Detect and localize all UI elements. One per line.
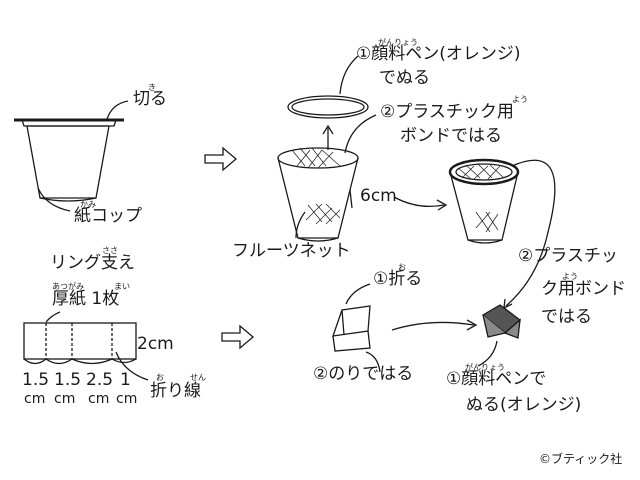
cut-leader-line: [106, 100, 129, 120]
six-cm-label: 6cm: [360, 186, 397, 206]
cardboard-label: 厚紙 1枚: [52, 289, 120, 309]
dim-value-2: 1.5: [54, 370, 82, 390]
glue-stick-label: ②のりではる: [313, 364, 414, 384]
step2-glue-line1: ②プラスチック用: [380, 102, 514, 122]
paper-cup-leader-line: [37, 187, 71, 212]
cardboard-ruby-b: まい: [114, 282, 130, 291]
fruit-net-label: フルーツネット: [232, 241, 351, 261]
right-glue-ruby: よう: [562, 272, 578, 281]
right-glue-line1: ②プラスチッ: [518, 246, 618, 266]
glue-stick-leader-line: [365, 351, 381, 373]
step1-paint-line2: でぬる: [379, 68, 430, 88]
step2-glue-line2: ボンドではる: [400, 126, 502, 146]
glue-leader-line: [344, 114, 377, 154]
painted-ring-illustration: [287, 95, 369, 119]
net-cup-illustration: [277, 147, 359, 242]
fold-ruby: お: [398, 263, 406, 272]
fold-label: ①折る: [373, 269, 423, 289]
flow-arrow-middle-head: [436, 199, 448, 211]
ring-support-label: リング支え: [50, 253, 135, 273]
flow-arrow-middle: [393, 196, 445, 208]
attach-arrow-head: [322, 124, 334, 135]
outline-arrow-bottom-icon: [221, 324, 255, 350]
cut-label: 切る: [133, 89, 167, 109]
dim-unit-2: cm: [54, 391, 76, 407]
dim-unit-4: cm: [116, 391, 138, 407]
dim-unit-3: cm: [88, 391, 110, 407]
right-glue-line2: ク用ボンド: [541, 279, 626, 299]
fold-line-leader: [115, 351, 149, 381]
copyright-label: ©ブティック社: [539, 452, 623, 466]
paint-leader-line: [339, 55, 359, 95]
outline-arrow-top-icon: [204, 146, 238, 172]
flow-arrow-bottom-head: [466, 319, 478, 331]
bottom-paint-line2: ぬる(オレンジ): [466, 395, 582, 415]
paper-cup-ruby: かみ: [80, 200, 96, 209]
dim-unit-1: cm: [24, 391, 46, 407]
six-cm-bracket: [349, 189, 353, 209]
fold-line-ruby-a: お: [156, 373, 164, 382]
fruit-net-leader-line: [295, 211, 306, 239]
two-cm-label: 2cm: [137, 334, 174, 354]
fold-leader-line: [345, 283, 371, 305]
cardboard-strip-illustration: [23, 322, 137, 365]
dim-value-4: 1: [120, 370, 131, 390]
paper-cup-label: 紙コップ: [74, 206, 142, 226]
ring-support-ruby: ささ: [102, 246, 118, 255]
fold-line-ruby-b: せん: [190, 373, 206, 382]
step2-glue-ruby: よう: [512, 95, 528, 104]
step1-paint-line1: ①顔料ペン(オレンジ): [356, 44, 521, 64]
dim-value-3: 2.5: [86, 370, 114, 390]
finished-cup-illustration: [448, 158, 520, 244]
flow-arrow-bottom: [391, 321, 475, 331]
folded-support-illustration: [332, 305, 371, 352]
bottom-paint-ruby: がんりょう: [465, 363, 505, 372]
bottom-paint-line1: ①顔料ペンで: [446, 369, 547, 389]
dim-value-1: 1.5: [22, 370, 50, 390]
paper-cup-illustration: [14, 118, 124, 202]
cut-ruby: き: [148, 83, 156, 92]
right-glue-line3: ではる: [541, 307, 592, 327]
step1-paint-ruby: がんりょう: [378, 38, 418, 47]
bottom-paint-leader-line: [477, 340, 498, 367]
cardboard-leader-line: [45, 311, 61, 323]
painted-support-illustration: [481, 304, 522, 339]
fold-line-label: 折り線: [150, 381, 201, 401]
right-cup-attach-line: [505, 159, 556, 307]
cardboard-ruby-a: あつがみ: [52, 282, 84, 291]
